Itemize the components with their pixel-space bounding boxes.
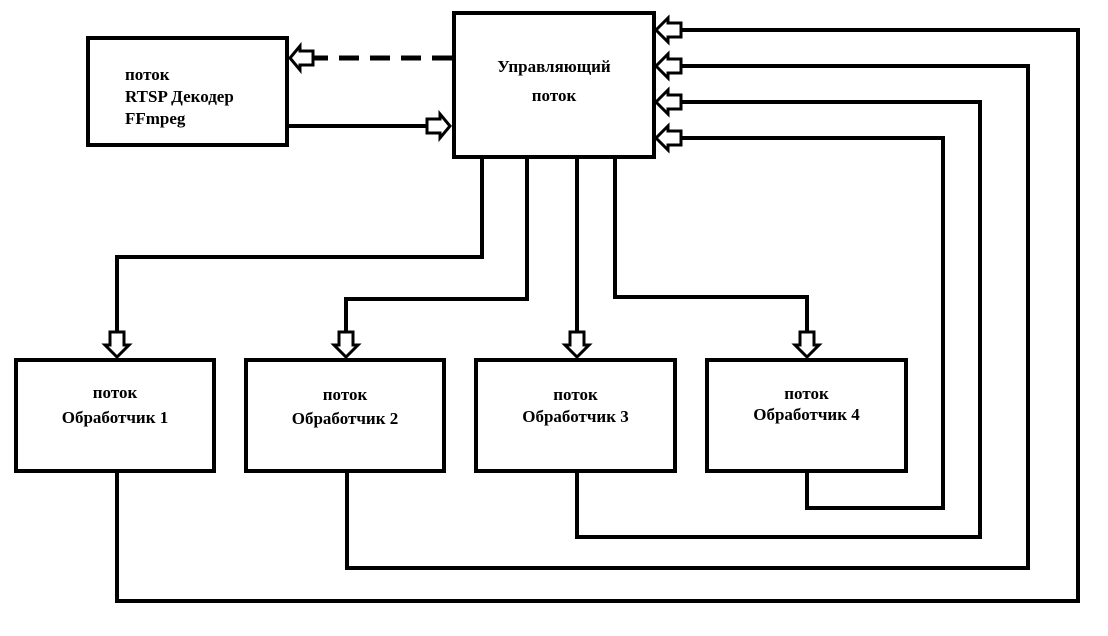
node-handler-1-line-2: Обработчик 1 [61, 408, 169, 427]
arrowhead-controller-in-from-handler3 [653, 86, 683, 118]
edge-controller-to-handler2 [344, 158, 529, 333]
edge-controller-to-handler4 [613, 158, 809, 333]
edge-handler2-to-controller [345, 64, 1030, 570]
node-controller-line-1: Управляющий [497, 57, 611, 76]
node-handler-4: поток Обработчик 4 [705, 358, 908, 473]
node-controller-line-2: поток [531, 86, 577, 105]
edge-handler4-to-controller [680, 136, 945, 510]
node-handler-1-line-1: поток [92, 383, 138, 402]
arrowhead-handler2-in [330, 330, 362, 360]
node-handler-3: поток Обработчик 3 [474, 358, 677, 473]
node-handler-4-line-2: Обработчик 4 [753, 405, 860, 424]
arrowhead-controller-in-from-handler1 [653, 14, 683, 46]
arrowhead-controller-in-from-decoder [425, 109, 452, 143]
node-handler-2: поток Обработчик 2 [244, 358, 446, 473]
node-decoder-line-2: RTSP Декодер [125, 87, 234, 106]
node-handler-3-line-2: Обработчик 3 [522, 407, 629, 426]
node-controller: Управляющий поток [452, 11, 656, 159]
arrowhead-handler3-in [561, 330, 593, 360]
edge-controller-to-handler1 [115, 158, 484, 333]
arrowhead-handler4-in [791, 330, 823, 360]
node-handler-2-line-2: Обработчик 2 [291, 409, 399, 428]
node-handler-3-line-1: поток [553, 385, 598, 404]
node-handler-4-line-1: поток [784, 384, 829, 403]
arrowhead-controller-in-from-handler2 [653, 50, 683, 82]
edge-handler1-to-controller [115, 28, 1080, 603]
arrowhead-handler1-in [101, 330, 133, 360]
node-handler-1: поток Обработчик 1 [14, 358, 216, 473]
node-handler-2-line-1: поток [322, 385, 368, 404]
node-decoder: поток RTSP Декодер FFmpeg [86, 36, 289, 147]
edge-handler3-to-controller [575, 100, 982, 539]
node-decoder-line-1: поток [125, 65, 170, 84]
arrowhead-decoder-in [288, 41, 315, 75]
arrowhead-controller-in-from-handler4 [653, 122, 683, 154]
node-decoder-line-3: FFmpeg [125, 109, 186, 128]
